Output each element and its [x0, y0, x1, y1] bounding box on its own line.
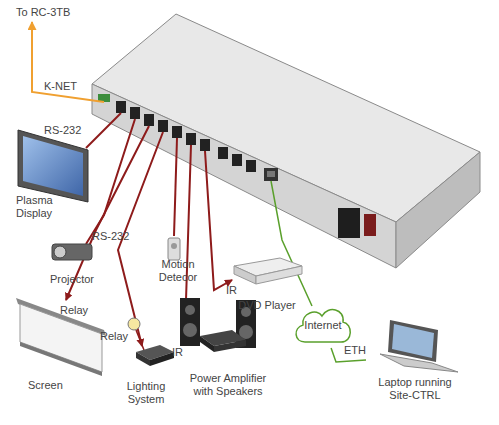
- lighting-box-front: [136, 352, 150, 366]
- port: [130, 107, 140, 119]
- rs232-wire: [86, 113, 121, 148]
- device-node: Lighting System: [116, 316, 176, 406]
- signal-label: K-NET: [44, 80, 77, 93]
- port: [218, 147, 228, 159]
- ir-wire: [205, 151, 232, 290]
- cloud-node: Internet: [292, 302, 354, 348]
- device-label: DVD Player: [238, 299, 295, 312]
- device-label: Power Amplifier with Speakers: [180, 372, 276, 398]
- cloud-outline: [296, 310, 350, 342]
- signal-label: RS-232: [44, 124, 81, 137]
- signal-label: Relay: [60, 304, 88, 317]
- connector-label: ETH: [344, 344, 366, 357]
- lamp: [128, 318, 140, 330]
- screen-sheet: [20, 304, 102, 372]
- display-screen: [23, 136, 83, 196]
- device-node: DVD Player: [226, 252, 308, 312]
- amplifier-front: [200, 336, 214, 352]
- device-label: Screen: [28, 379, 63, 392]
- ethernet-port: [264, 168, 278, 181]
- signal-label: Relay: [100, 330, 128, 343]
- speaker-cone: [183, 323, 197, 337]
- port: [172, 126, 182, 138]
- device-side: [396, 152, 480, 268]
- signal-label: IR: [226, 284, 237, 297]
- port: [144, 114, 154, 126]
- device-node: Laptop running Site-CTRL: [366, 312, 464, 402]
- amplifier-side: [214, 340, 246, 352]
- speaker: [180, 298, 200, 346]
- signal-label: RS-232: [92, 230, 129, 243]
- screen-bar: [20, 342, 102, 376]
- device-node: Motion Detecor: [150, 232, 206, 284]
- projector-lens: [54, 246, 66, 258]
- port: [116, 101, 126, 113]
- port: [158, 120, 168, 132]
- knet-wire: [32, 22, 104, 102]
- laptop-base: [380, 354, 458, 372]
- motion-sensor: [168, 238, 180, 260]
- display-frame: [18, 130, 88, 202]
- port: [232, 154, 242, 166]
- speaker-cone: [185, 305, 195, 315]
- device-label: Projector: [50, 273, 94, 286]
- power-switch: [364, 214, 376, 236]
- laptop-lid: [388, 320, 438, 362]
- device-rear-panel: [92, 84, 396, 268]
- projector-body: [52, 244, 92, 260]
- cloud-label: Internet: [304, 319, 341, 332]
- power-inlet: [338, 208, 360, 238]
- port: [186, 133, 196, 145]
- lighting-box-side: [150, 352, 174, 366]
- signal-label: To RC-3TB: [16, 6, 70, 19]
- dvd-side: [256, 266, 302, 284]
- device-label: Plasma Display: [16, 194, 66, 220]
- sensor-wire: [174, 138, 177, 236]
- device-label: Laptop running Site-CTRL: [366, 376, 464, 402]
- laptop-screen: [392, 324, 434, 358]
- device-node: Plasma Display: [8, 124, 92, 220]
- lamp-wire: [136, 330, 144, 350]
- ethernet-wire: [271, 181, 312, 306]
- device-label: Lighting System: [117, 380, 175, 406]
- device-label: Motion Detecor: [150, 258, 206, 284]
- sensor-lens: [171, 243, 177, 249]
- signal-label: IR: [172, 346, 183, 359]
- ethernet-socket: [267, 171, 275, 177]
- port: [200, 139, 210, 151]
- dvd-front: [234, 266, 256, 284]
- port: [246, 160, 256, 172]
